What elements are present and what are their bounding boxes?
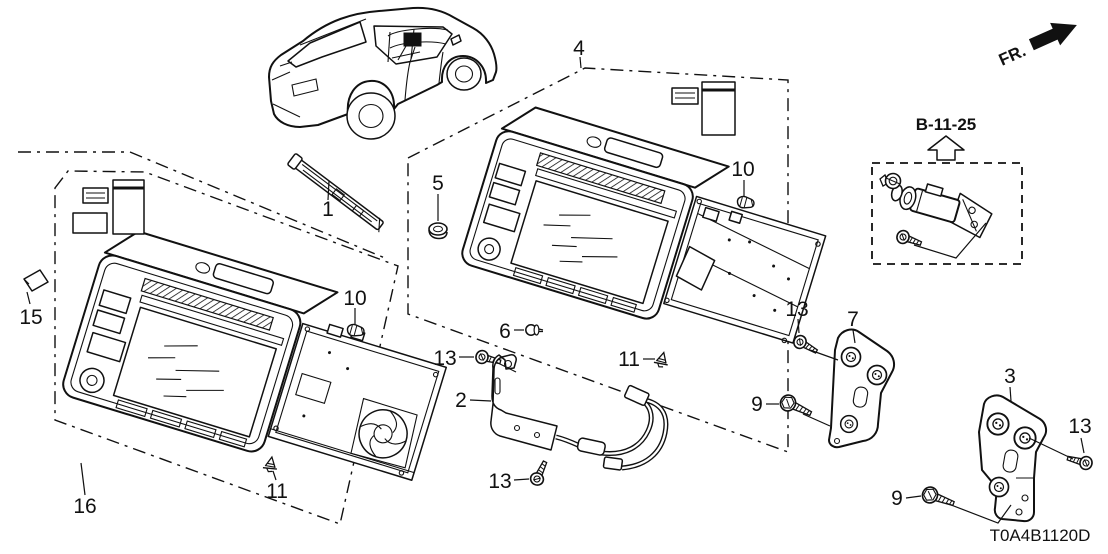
callout-9-left[interactable]: 9 <box>751 393 763 416</box>
clip-11-left <box>261 455 280 474</box>
b-11-25-arrow-icon <box>927 135 965 161</box>
bolt-9-right <box>919 484 958 512</box>
label-stickers-center <box>671 81 736 136</box>
unit-button <box>92 309 126 335</box>
vehicle-illustration <box>268 6 498 140</box>
volume-knob <box>79 367 105 394</box>
bracket-2-with-cable <box>469 354 669 471</box>
reference-label: B-11-25 <box>916 115 976 134</box>
bracket-7 <box>828 328 896 449</box>
callout-15[interactable]: 15 <box>19 306 42 329</box>
callout-13-center-bottom[interactable]: 13 <box>488 470 511 493</box>
grommet <box>879 172 902 190</box>
unit-4-display-assembly <box>461 106 827 344</box>
bracket-3 <box>978 394 1048 523</box>
antenna-cable <box>555 384 669 471</box>
callout-11-left[interactable]: 11 <box>266 480 288 503</box>
part-1-bracket-strip <box>287 153 384 233</box>
callout-5[interactable]: 5 <box>432 172 444 195</box>
screw-13-center-bottom <box>527 458 552 488</box>
left-group-boundary-top <box>18 151 386 259</box>
callout-13-center-top[interactable]: 13 <box>433 347 456 370</box>
callout-3[interactable]: 3 <box>1004 365 1016 388</box>
unit-button <box>482 203 521 233</box>
connector-assembly <box>890 183 993 239</box>
callout-4[interactable]: 4 <box>573 37 585 60</box>
cap-5 <box>428 222 448 240</box>
callout-9-right[interactable]: 9 <box>891 487 903 510</box>
callout-6[interactable]: 6 <box>499 320 511 343</box>
diagram-code: T0A4B1120D <box>990 526 1091 545</box>
fr-direction-indicator: FR. <box>996 22 1077 70</box>
screw-13-bracket3 <box>1065 451 1095 472</box>
part-15-cap <box>23 269 49 292</box>
display-screen <box>112 306 277 438</box>
fr-label: FR. <box>996 41 1029 69</box>
unit-button <box>98 289 132 315</box>
callout-1[interactable]: 1 <box>322 198 334 221</box>
reference-dashed-box <box>871 162 1023 265</box>
clip-10-center <box>735 194 756 211</box>
cooling-fan <box>350 397 418 469</box>
display-screen <box>510 180 669 305</box>
clip-11-center <box>652 350 672 370</box>
pin-6 <box>525 324 544 336</box>
unit-button <box>86 331 127 363</box>
callout-11-center[interactable]: 11 <box>618 348 640 371</box>
label-stickers-left <box>72 179 145 235</box>
callout-10-center[interactable]: 10 <box>731 158 754 181</box>
left-group-boundary <box>54 170 399 525</box>
callout-16[interactable]: 16 <box>73 495 96 518</box>
callout-13-bracket3[interactable]: 13 <box>1068 415 1091 438</box>
fr-arrow-icon <box>1028 22 1077 51</box>
unit-button <box>494 162 527 187</box>
callout-10-left[interactable]: 10 <box>343 287 366 310</box>
unit-16-display-assembly <box>62 230 448 481</box>
screw-13-bracket7 <box>790 332 821 358</box>
callout-2[interactable]: 2 <box>455 389 467 412</box>
center-group-boundary <box>407 67 789 453</box>
unit-button <box>488 181 521 206</box>
callout-13-bracket7[interactable]: 13 <box>785 298 808 321</box>
callout-7[interactable]: 7 <box>847 308 859 331</box>
volume-knob <box>477 237 501 261</box>
